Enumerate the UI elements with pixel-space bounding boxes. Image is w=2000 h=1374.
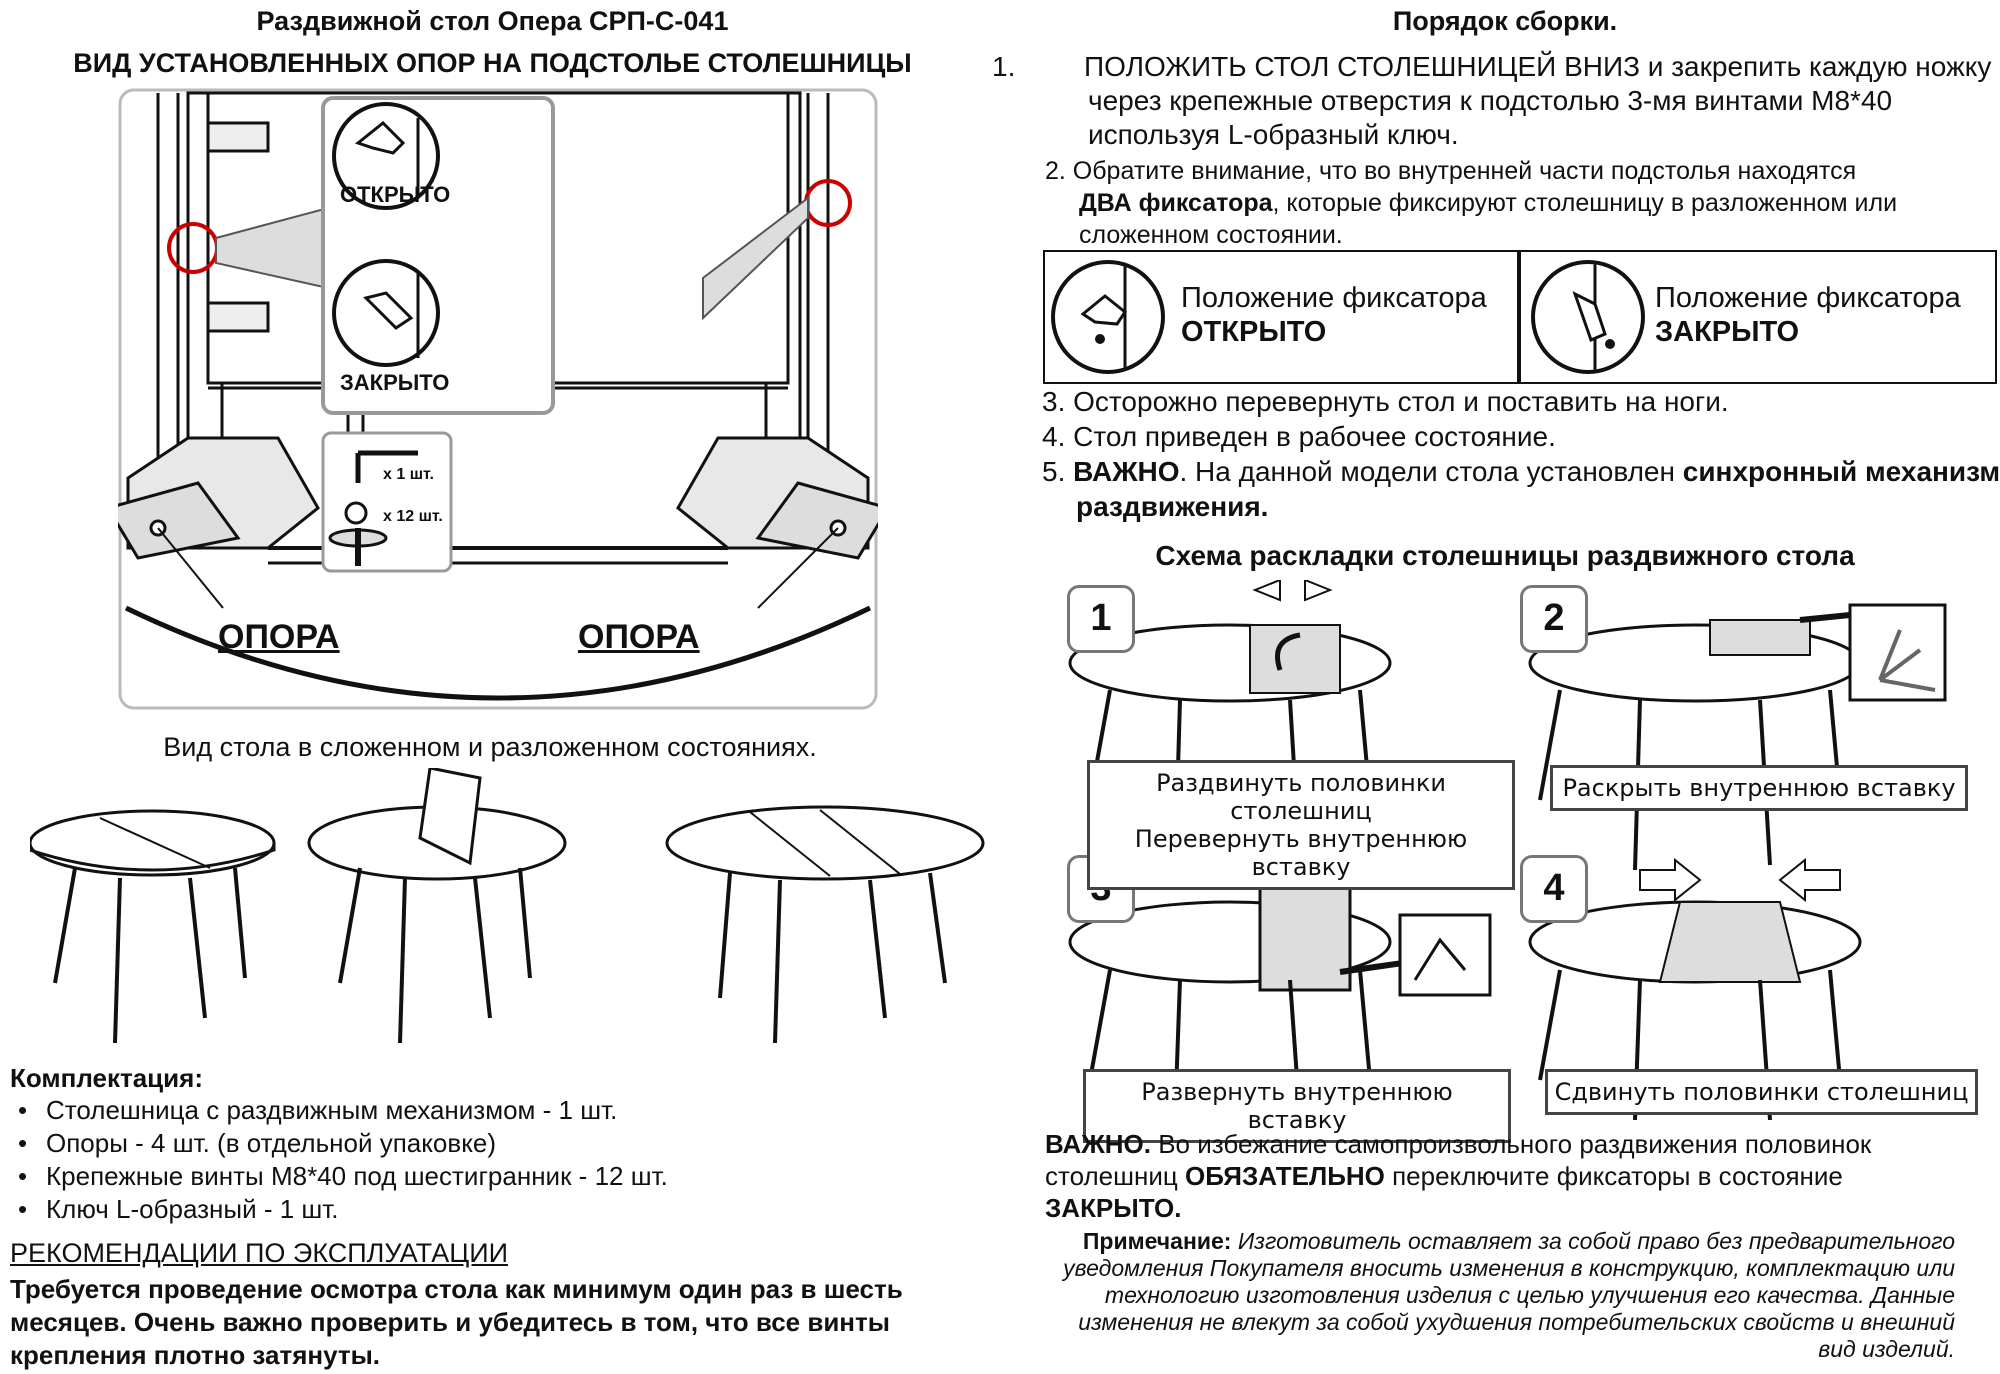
- fixator-closed-state: ЗАКРЫТО: [1655, 316, 1800, 348]
- fixator-open-label: Положение фиксатора: [1181, 282, 1487, 314]
- fixator-open-icon: [1051, 260, 1165, 374]
- assembly-title: Порядок сборки.: [1392, 6, 1618, 36]
- fixator-closed-label: Положение фиксатора: [1655, 282, 1961, 314]
- kit-item: Ключ L-образный - 1 шт.: [10, 1193, 910, 1226]
- closed-label: ЗАКРЫТО: [340, 370, 450, 395]
- step-5-bold-2: синхронный механизм раздвижения.: [1076, 456, 2000, 522]
- scheme-caption: Сдвинуть половинки столешниц: [1545, 1069, 1978, 1115]
- step-2-bold: ДВА фиксатора: [1079, 189, 1273, 217]
- step-3: 3. Осторожно перевернуть стол и поставит…: [1042, 386, 1729, 417]
- scheme-title: Схема раскладки столешницы раздвижного с…: [1155, 540, 1855, 571]
- kit-item: Крепежные винты М8*40 под шестигранник -…: [10, 1160, 910, 1193]
- recommendations-heading: РЕКОМЕНДАЦИИ ПО ЭКСПЛУАТАЦИИ: [10, 1238, 509, 1268]
- leg-label-left: ОПОРА: [218, 618, 340, 656]
- screw-quantity: x 12 шт.: [383, 508, 443, 525]
- important-bold-2: ЗАКРЫТО.: [1045, 1193, 1182, 1223]
- scheme-step-badge: 1: [1067, 585, 1135, 653]
- important-bold: ОБЯЗАТЕЛЬНО: [1185, 1161, 1385, 1191]
- fixator-open-state: ОТКРЫТО: [1181, 316, 1327, 348]
- step-5-number: 5.: [1042, 456, 1074, 487]
- product-title: Раздвижной стол Опера СРП-С-041: [256, 6, 729, 36]
- recommendations-text: Требуется проведение осмотра стола как м…: [10, 1274, 903, 1370]
- scheme-caption: Раскрыть внутреннюю вставку: [1550, 765, 1968, 811]
- step-5: 5. ВАЖНО. На данной модели стола установ…: [1042, 454, 2000, 524]
- states-caption: Вид стола в сложенном и разложенном сост…: [163, 732, 817, 762]
- kit-list: Столешница с раздвижным механизмом - 1 ш…: [10, 1094, 910, 1226]
- scheme-caption: Развернуть внутреннюю вставку: [1083, 1069, 1511, 1143]
- scheme-diagram: [1060, 578, 2000, 1121]
- important-text: Во избежание самопроизвольного раздвижен…: [1045, 1129, 1872, 1191]
- scheme-step-badge: 2: [1520, 585, 1588, 653]
- scheme-step-badge: 4: [1520, 855, 1588, 923]
- note-text: Изготовитель оставляет за собой право бе…: [1063, 1228, 1955, 1362]
- kit-item: Опоры - 4 шт. (в отдельной упаковке): [10, 1127, 910, 1160]
- step-2-rest: , которые фиксируют столешницу в разложе…: [1079, 189, 1898, 249]
- note-label: Примечание:: [1082, 1228, 1232, 1254]
- fixator-open-box: Положение фиксатора ОТКРЫТО: [1043, 250, 1521, 384]
- step-1-number: 1.: [992, 51, 1016, 82]
- step-5-bold: ВАЖНО: [1073, 456, 1180, 487]
- wrench-quantity: x 1 шт.: [383, 466, 434, 483]
- step-2-text: 2. Обратите внимание, что во внутренней …: [1045, 157, 1857, 185]
- table-states-illustration: [28, 766, 990, 1050]
- kit-item: Столешница с раздвижным механизмом - 1 ш…: [10, 1094, 910, 1127]
- underframe-view-title: ВИД УСТАНОВЛЕННЫХ ОПОР НА ПОДСТОЛЬЕ СТОЛ…: [73, 48, 912, 78]
- important-label: ВАЖНО.: [1045, 1129, 1151, 1159]
- step-1: 1. ПОЛОЖИТЬ СТОЛ СТОЛЕШНИЦЕЙ ВНИЗ и закре…: [992, 50, 2000, 152]
- step-2: 2. Обратите внимание, что во внутренней …: [1045, 155, 2000, 251]
- leg-label-right: ОПОРА: [578, 618, 700, 656]
- important-text-2: переключите фиксаторы в состояние: [1384, 1161, 1843, 1191]
- important-warning: ВАЖНО. Во избежание самопроизвольного ра…: [1045, 1128, 1975, 1224]
- manufacturer-note: Примечание: Изготовитель оставляет за со…: [1060, 1228, 1955, 1363]
- scheme-caption: Раздвинуть половинки столешниц Переверну…: [1087, 760, 1515, 890]
- fixator-closed-icon: [1531, 260, 1645, 374]
- step-4: 4. Стол приведен в рабочее состояние.: [1042, 421, 1556, 452]
- fixator-closed-box: Положение фиксатора ЗАКРЫТО: [1517, 250, 1997, 384]
- step-1-text: и закрепить каждую ножку через крепежные…: [1088, 51, 1992, 150]
- open-label: ОТКРЫТО: [340, 182, 451, 207]
- step-5-text: . На данной модели стола установлен: [1179, 456, 1683, 487]
- underframe-diagram: ОТКРЫТО ЗАКРЫТО x 1 шт. x 12 шт. ОПОРА О…: [105, 88, 891, 710]
- step-1-bold: ПОЛОЖИТЬ СТОЛ СТОЛЕШНИЦЕЙ ВНИЗ: [1084, 51, 1641, 82]
- kit-heading: Комплектация:: [10, 1063, 203, 1093]
